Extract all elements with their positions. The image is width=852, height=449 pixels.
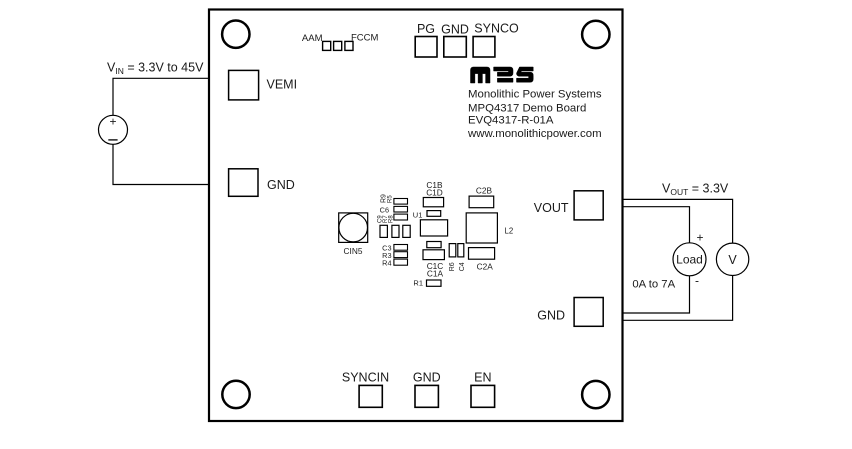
svg-text:V: V [728, 253, 737, 267]
svg-text:R8: R8 [388, 215, 394, 223]
svg-text:CIN5: CIN5 [344, 246, 363, 256]
svg-text:R4: R4 [382, 258, 391, 267]
svg-text:Monolithic Power Systems: Monolithic Power Systems [468, 88, 602, 100]
svg-text:VOUT: VOUT [534, 201, 569, 215]
svg-text:R7: R7 [383, 215, 389, 223]
svg-text:Load: Load [676, 253, 703, 267]
svg-text:GND: GND [267, 178, 295, 192]
svg-text:www.monolithicpower.com: www.monolithicpower.com [467, 128, 602, 140]
svg-text:SYNCO: SYNCO [474, 22, 519, 36]
svg-text:GND: GND [413, 371, 441, 385]
svg-text:R6: R6 [449, 262, 456, 271]
svg-text:0A to 7A: 0A to 7A [632, 279, 675, 291]
svg-text:C1C: C1C [427, 261, 444, 271]
svg-text:VIN = 3.3V to 45V: VIN = 3.3V to 45V [107, 61, 204, 77]
svg-text:U1: U1 [413, 210, 423, 219]
svg-text:FCCM: FCCM [351, 33, 379, 44]
svg-text:C2B: C2B [476, 186, 493, 196]
svg-text:GND: GND [441, 23, 469, 37]
svg-text:PG: PG [417, 22, 435, 36]
svg-text:+: + [109, 115, 116, 129]
svg-text:GND: GND [537, 309, 565, 323]
svg-text:AAM: AAM [302, 33, 323, 44]
svg-text:R3: R3 [382, 251, 391, 260]
svg-text:L2: L2 [505, 227, 514, 236]
svg-text:C2A: C2A [477, 262, 494, 272]
svg-text:EVQ4317-R-01A: EVQ4317-R-01A [468, 114, 554, 126]
svg-text:SYNCIN: SYNCIN [342, 371, 389, 385]
svg-text:-: - [695, 274, 699, 288]
svg-text:C1A: C1A [427, 268, 444, 278]
svg-text:EN: EN [474, 371, 491, 385]
svg-text:R1: R1 [413, 279, 423, 288]
svg-text:C1D: C1D [426, 188, 443, 198]
svg-text:R9: R9 [381, 194, 388, 203]
svg-text:VEMI: VEMI [267, 78, 298, 92]
svg-text:+: + [697, 231, 704, 245]
svg-text:R5: R5 [387, 195, 393, 203]
svg-text:C6: C6 [380, 205, 389, 214]
svg-text:MPQ4317 Demo Board: MPQ4317 Demo Board [468, 102, 586, 114]
svg-text:C3: C3 [382, 244, 391, 253]
svg-text:C4: C4 [459, 262, 466, 271]
svg-text:C9: C9 [378, 215, 384, 223]
svg-text:C1B: C1B [426, 180, 443, 190]
